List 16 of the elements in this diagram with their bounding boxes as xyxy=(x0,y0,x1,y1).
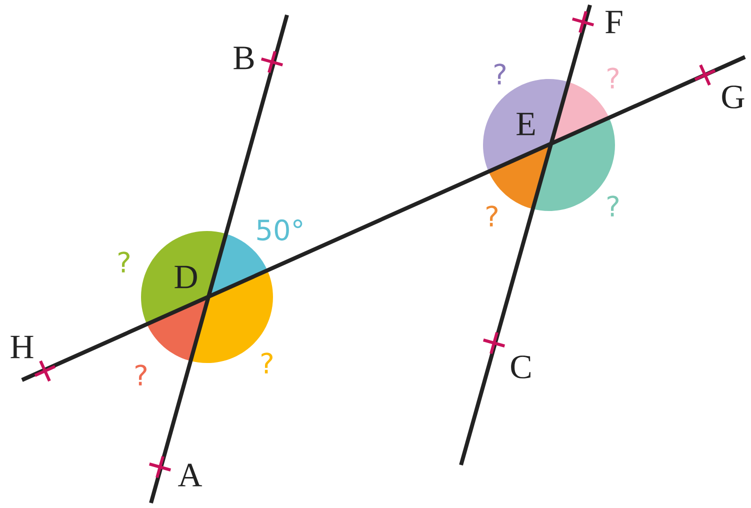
angle-label: ? xyxy=(608,68,618,88)
angle-label: 50° xyxy=(257,219,302,241)
point-label: C xyxy=(511,356,530,378)
point-label: D xyxy=(174,266,197,288)
angle-label: ? xyxy=(262,352,272,374)
angle-label: ? xyxy=(118,252,130,272)
angle-label: ? xyxy=(136,364,146,386)
point-label: F xyxy=(606,10,622,34)
angle-label: ? xyxy=(494,64,506,84)
point-label: A xyxy=(178,464,202,486)
point-label: H xyxy=(10,336,34,358)
point-label: B xyxy=(234,46,254,70)
point-label: E xyxy=(516,112,535,136)
angle-label: ? xyxy=(608,196,618,216)
point-label: G xyxy=(722,86,744,108)
angle-label: ? xyxy=(486,206,498,226)
